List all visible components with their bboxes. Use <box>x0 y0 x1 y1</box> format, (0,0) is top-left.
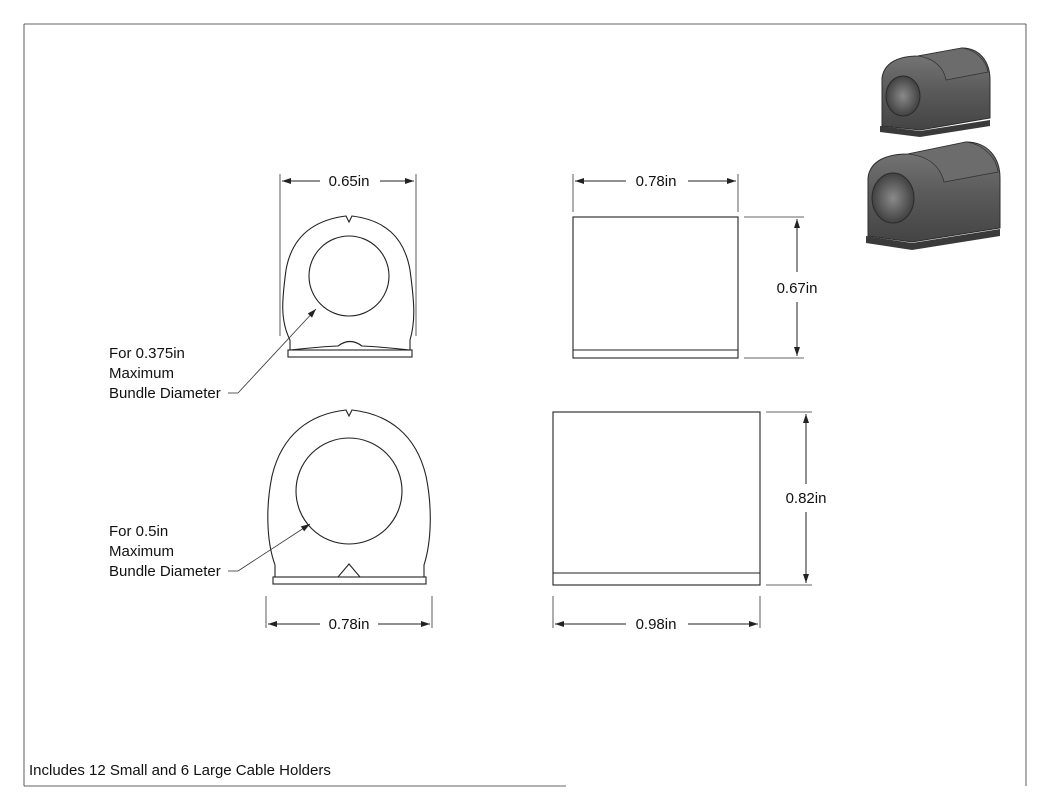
callout-line: For 0.375in <box>109 345 185 362</box>
sheet-border <box>23 23 1027 787</box>
callout-line: Bundle Diameter <box>109 563 221 580</box>
dim-small-front-width: 0.65in <box>279 173 417 336</box>
dim-label: 0.78in <box>636 173 677 190</box>
dim-label: 0.65in <box>329 173 370 190</box>
callout-line: For 0.5in <box>109 523 168 540</box>
dim-small-side-height: 0.67in <box>744 216 818 359</box>
callout-line: Maximum <box>109 543 174 560</box>
callout-small-bundle: For 0.375in Maximum Bundle Diameter <box>109 308 317 402</box>
dim-large-side-width: 0.98in <box>552 596 761 633</box>
callout-line: Bundle Diameter <box>109 385 221 402</box>
dim-label: 0.82in <box>786 490 827 507</box>
dim-large-front-width: 0.78in <box>265 596 433 633</box>
dim-label: 0.98in <box>636 616 677 633</box>
dim-large-side-height: 0.82in <box>766 411 827 586</box>
dim-small-side-width: 0.78in <box>572 173 739 212</box>
callout-large-bundle: For 0.5in Maximum Bundle Diameter <box>109 523 311 580</box>
callout-line: Maximum <box>109 365 174 382</box>
large-holder-side-view <box>552 411 761 586</box>
small-holder-3d-render <box>880 47 991 137</box>
small-holder-front-view <box>282 215 415 358</box>
dim-label: 0.67in <box>777 280 818 297</box>
footer-note: Includes 12 Small and 6 Large Cable Hold… <box>29 762 331 779</box>
dim-label: 0.78in <box>329 616 370 633</box>
small-holder-side-view <box>572 216 739 359</box>
large-holder-3d-render <box>866 141 1001 250</box>
large-holder-front-view <box>267 409 431 585</box>
